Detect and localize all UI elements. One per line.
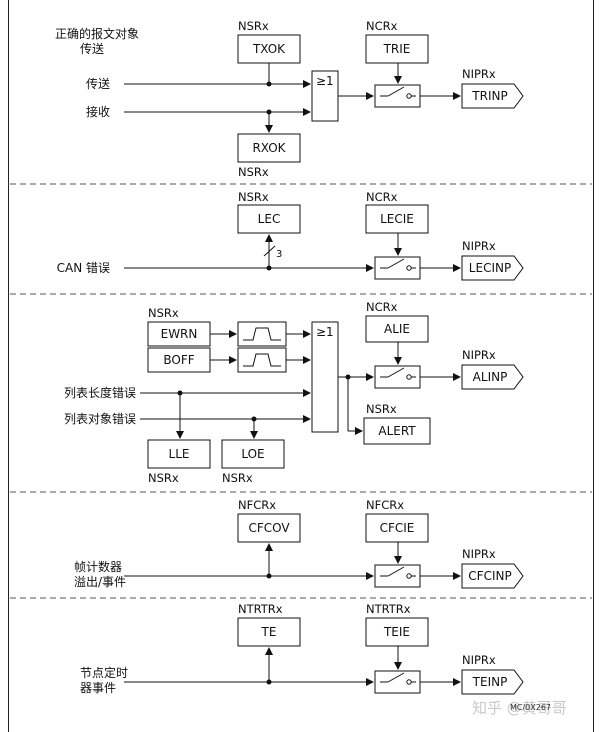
lec-label: LEC xyxy=(258,212,281,226)
cfcinp-output-tag xyxy=(461,563,524,589)
te-register-box xyxy=(237,617,301,647)
caption-frame-counter-line1: 帧计数器 xyxy=(74,559,122,574)
watermark: 知乎 @黄哥哥 xyxy=(472,699,567,717)
lle-register-box xyxy=(147,439,211,469)
txok-register-box xyxy=(237,34,301,64)
rxok-label: RXOK xyxy=(252,141,286,155)
section-transfer xyxy=(124,34,524,163)
cfcov-label: CFCOV xyxy=(248,521,290,535)
lecie-register-box xyxy=(365,204,429,234)
lecie-label: LECIE xyxy=(380,212,414,226)
teie-register-box xyxy=(365,617,429,647)
loe-label: LOE xyxy=(241,447,264,461)
ewrn-label: EWRN xyxy=(161,327,198,341)
or-gate-2 xyxy=(311,321,339,433)
cfcinp-register-name: NIPRx xyxy=(462,547,496,561)
signal-transmit-label: 传送 xyxy=(86,76,110,91)
section-node-timer xyxy=(124,617,524,695)
caption-correct-transfer-line2: 传送 xyxy=(80,41,104,56)
caption-correct-transfer-line1: 正确的报文对象 xyxy=(55,26,139,41)
figure-id: MC/0X267 xyxy=(510,703,551,712)
alert-register-box xyxy=(363,417,431,445)
alinp-output-tag xyxy=(461,364,524,390)
caption-frame-counter-line2: 溢出/事件 xyxy=(74,575,126,589)
cfcinp-label: CFCINP xyxy=(468,569,511,583)
caption-node-timer-line2: 器事件 xyxy=(80,681,116,695)
loe-register-box xyxy=(221,439,285,469)
signal-list-object-error-label: 列表对象错误 xyxy=(64,412,136,426)
trinp-output-tag xyxy=(461,83,524,109)
cfcie-register-box xyxy=(365,513,429,543)
alie-label: ALIE xyxy=(384,322,410,336)
teie-label: TEIE xyxy=(383,625,410,639)
signal-receive-label: 接收 xyxy=(86,104,110,119)
section-frame-counter xyxy=(124,513,524,589)
loe-register-name: NSRx xyxy=(222,471,253,485)
section-alert xyxy=(140,315,524,469)
teinp-label: TEINP xyxy=(472,675,508,689)
txok-register-name: NSRx xyxy=(238,19,269,33)
cfcie-label: CFCIE xyxy=(380,521,415,535)
alinp-label: ALINP xyxy=(473,370,508,384)
teie-register-name: NTRTRx xyxy=(366,602,411,616)
junction-dots xyxy=(177,81,351,685)
bus-width-label: 3 xyxy=(276,249,282,260)
alie-register-box xyxy=(365,315,429,343)
lecinp-label: LECINP xyxy=(469,261,511,275)
trinp-label: TRINP xyxy=(471,89,507,103)
alinp-register-name: NIPRx xyxy=(462,348,496,362)
teinp-output-tag xyxy=(461,669,524,695)
lle-register-name: NSRx xyxy=(148,471,179,485)
txok-label: TXOK xyxy=(252,42,286,56)
caption-node-timer-line1: 节点定时 xyxy=(80,665,128,680)
ewrn-register-box xyxy=(147,321,211,347)
lec-register-name: NSRx xyxy=(238,190,269,204)
lecie-register-name: NCRx xyxy=(366,190,398,204)
frame-right-border xyxy=(593,0,594,732)
lec-register-box xyxy=(237,204,301,234)
frame-left-border xyxy=(8,0,9,732)
status-register-name: NSRx xyxy=(148,306,179,320)
lecinp-output-tag xyxy=(461,255,524,281)
or-gate-2-label: ≥1 xyxy=(316,325,334,339)
cfcov-register-name: NFCRx xyxy=(238,498,276,512)
te-register-name: NTRTRx xyxy=(238,602,283,616)
signal-list-length-error-label: 列表长度错误 xyxy=(64,385,136,400)
alert-register-name: NSRx xyxy=(366,402,397,416)
trie-register-box xyxy=(365,34,429,64)
signal-can-error-label: CAN 错误 xyxy=(57,261,110,275)
alert-label: ALERT xyxy=(378,424,416,438)
lecinp-register-name: NIPRx xyxy=(462,239,496,253)
boff-edge-detector xyxy=(237,347,287,373)
ewrn-edge-detector xyxy=(237,321,287,347)
lle-label: LLE xyxy=(169,447,190,461)
te-label: TE xyxy=(261,625,277,639)
cfcie-register-name: NFCRx xyxy=(366,498,404,512)
or-gate-1-label: ≥1 xyxy=(316,74,334,88)
trie-register-name: NCRx xyxy=(366,19,398,33)
section-can-error xyxy=(124,204,524,281)
cfcov-register-box xyxy=(237,513,301,543)
trinp-register-name: NIPRx xyxy=(462,67,496,81)
trie-label: TRIE xyxy=(383,42,411,56)
alie-register-name: NCRx xyxy=(366,300,398,314)
rxok-register-box xyxy=(237,133,301,163)
boff-label: BOFF xyxy=(163,353,194,367)
teinp-register-name: NIPRx xyxy=(462,653,496,667)
rxok-register-name: NSRx xyxy=(238,165,269,179)
